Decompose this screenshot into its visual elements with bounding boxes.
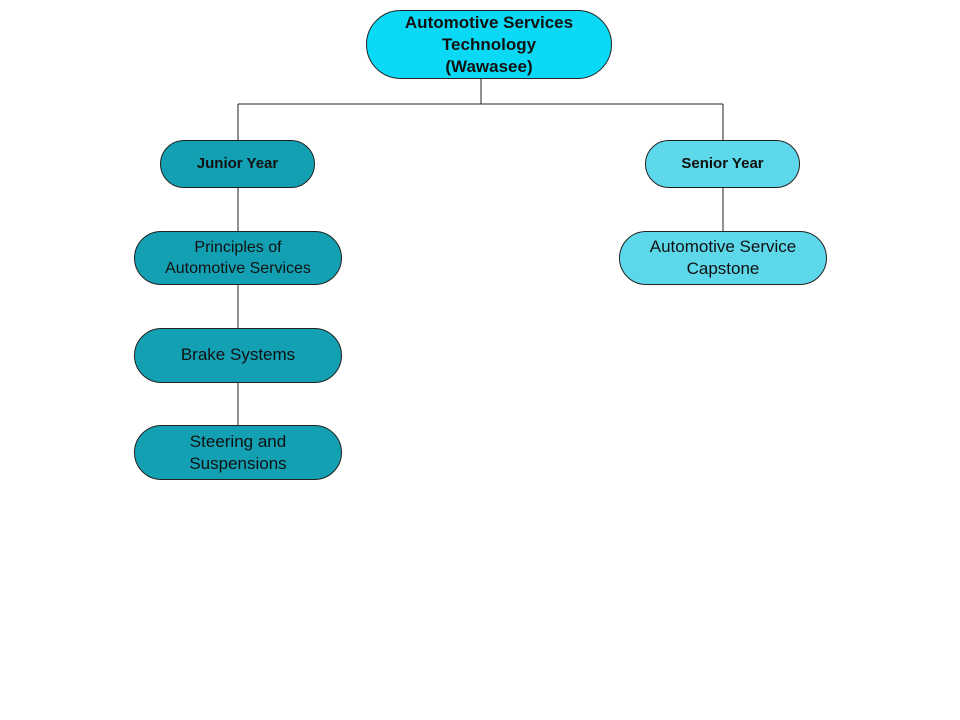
course-node-capstone: Automotive Service Capstone bbox=[619, 231, 827, 285]
course-node-steering: Steering and Suspensions bbox=[134, 425, 342, 480]
course-label-line-2: Suspensions bbox=[189, 453, 287, 473]
senior-year-node: Senior Year bbox=[645, 140, 800, 188]
course-label-line-1: Brake Systems bbox=[180, 345, 296, 365]
course-node-brake-systems: Brake Systems bbox=[134, 328, 342, 383]
course-label-line-2: Automotive Services bbox=[165, 260, 311, 277]
program-title-line-2: Technology bbox=[441, 34, 537, 54]
junior-year-node: Junior Year bbox=[160, 140, 315, 188]
course-node-principles: Principles of Automotive Services bbox=[134, 231, 342, 285]
course-label-line-1: Steering and bbox=[189, 431, 287, 451]
course-label-line-2: Capstone bbox=[686, 259, 760, 278]
senior-year-label: Senior Year bbox=[681, 155, 764, 172]
program-title-node: Automotive Services Technology (Wawasee) bbox=[366, 10, 612, 79]
course-label-line-1: Automotive Service bbox=[649, 237, 797, 256]
junior-year-label: Junior Year bbox=[196, 155, 279, 172]
program-title-line-1: Automotive Services bbox=[404, 12, 574, 32]
course-label-line-1: Principles of bbox=[194, 239, 282, 256]
program-title-line-3: (Wawasee) bbox=[445, 56, 533, 76]
